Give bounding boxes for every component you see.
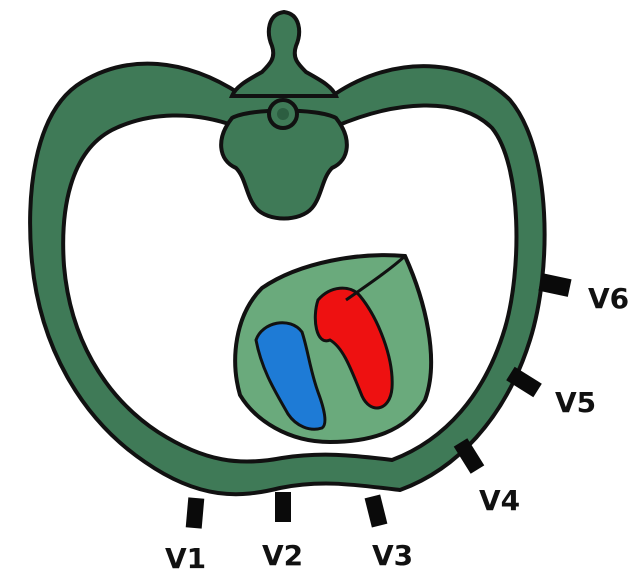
lead-label-v4: V4: [479, 484, 520, 517]
lead-label-v6: V6: [588, 282, 629, 315]
lead-label-v3: V3: [372, 539, 413, 572]
lead-label-v2: V2: [262, 539, 303, 572]
lead-label-v1: V1: [165, 542, 206, 575]
lead-label-v5: V5: [555, 386, 596, 419]
heart: [235, 255, 431, 442]
vertebral-arch: [232, 12, 336, 96]
spinal-cord: [277, 108, 289, 120]
electrode-v6: [538, 273, 571, 297]
electrode-v1: [186, 497, 205, 528]
electrode-v2: [275, 492, 291, 522]
electrode-v3: [365, 495, 388, 528]
